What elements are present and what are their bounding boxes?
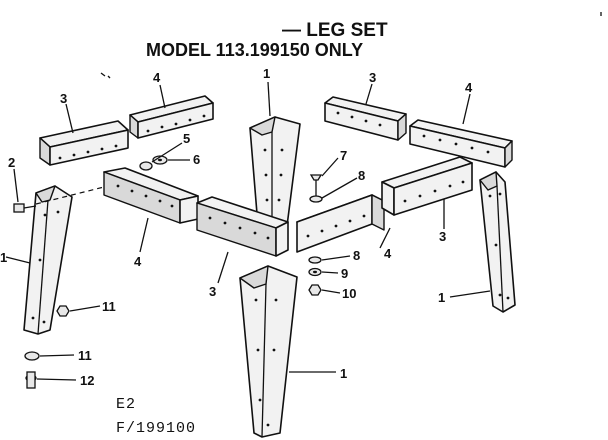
bolt-7-icon — [309, 174, 323, 196]
bolt-2-path — [35, 186, 105, 205]
callout-rail-short-back-left: 3 — [60, 91, 67, 106]
rail-short-mid-right — [381, 156, 473, 216]
callout-foot-nut-left: 11 — [102, 299, 116, 314]
bolt-2-icon — [13, 203, 37, 213]
callout-leg-left: 1 — [0, 250, 7, 265]
diagram-code-line1: E2 — [116, 396, 136, 413]
callout-rail-short-mid-right: 3 — [439, 229, 446, 244]
callout-rail-long-mid-left: 4 — [134, 254, 142, 269]
rail-short-back-left — [39, 120, 129, 166]
callout-washer-6: 6 — [193, 152, 200, 167]
diagram-code-line2: F/199100 — [116, 420, 196, 437]
nut-5-icon — [139, 161, 153, 171]
leg-center-bottom — [239, 265, 298, 438]
nut-10-icon — [308, 284, 322, 296]
washer-8-top-icon — [309, 195, 323, 203]
foot-nut-11-left-icon — [56, 305, 70, 317]
rail-long-back-right — [409, 119, 513, 168]
foot-bolt-12-icon — [25, 371, 37, 389]
rail-long-mid-left — [103, 167, 199, 224]
callout-leg-center-top: 1 — [263, 66, 270, 81]
callout-washer-8-top: 8 — [358, 168, 365, 183]
leg-left — [23, 185, 73, 335]
callout-nut-5: 5 — [183, 131, 190, 146]
rail-short-mid-left — [196, 196, 289, 257]
callout-foot-nut-lower: 11 — [78, 348, 92, 363]
callout-rail-short-back-right: 3 — [369, 70, 376, 85]
lockwasher-9-icon — [308, 267, 322, 277]
callout-washer-8-bottom: 8 — [353, 248, 360, 263]
callout-lockwasher-9: 9 — [341, 266, 348, 281]
callout-bolt-2: 2 — [8, 155, 15, 170]
callout-rail-long-back-right: 4 — [465, 80, 473, 95]
callout-nut-10: 10 — [342, 286, 356, 301]
leader-lines — [5, 81, 491, 381]
foot-nut-11-lower-icon — [24, 351, 40, 361]
rail-long-back-left — [129, 95, 214, 139]
callout-rail-long-mid-right: 4 — [384, 246, 392, 261]
callout-leg-center-bottom: 1 — [340, 366, 347, 381]
callout-bolt-7: 7 — [340, 148, 347, 163]
stray-marks — [100, 12, 602, 79]
washer-6-icon — [152, 155, 168, 165]
leg-right — [479, 171, 516, 313]
washer-8-bottom-icon — [308, 256, 322, 264]
callout-leg-right: 1 — [438, 290, 445, 305]
diagram-title-line2: MODEL 113.199150 ONLY — [146, 40, 363, 60]
callout-rail-short-mid-left: 3 — [209, 284, 216, 299]
callout-foot-bolt-12: 12 — [80, 373, 94, 388]
diagram-title-line1: — LEG SET — [282, 20, 388, 41]
rail-short-back-right — [324, 96, 407, 141]
callout-rail-long-back-left: 4 — [153, 70, 161, 85]
rail-long-mid-right — [296, 194, 385, 253]
